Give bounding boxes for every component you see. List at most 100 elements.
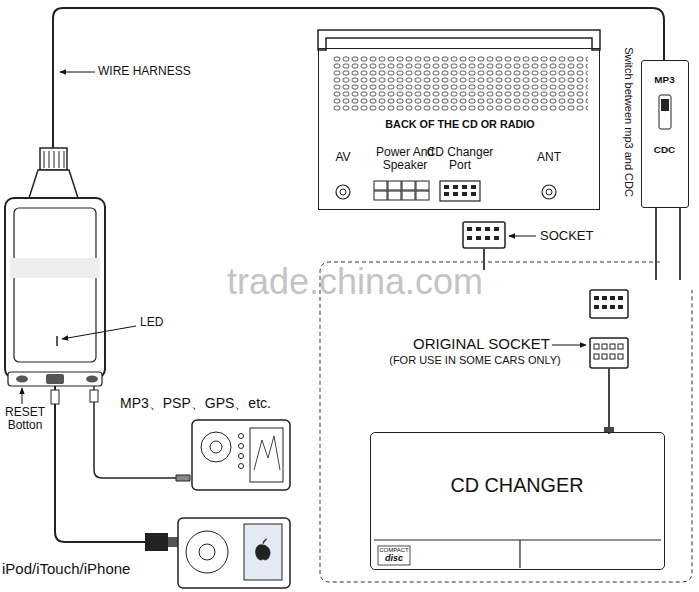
pin — [471, 185, 476, 189]
db-connector — [29, 170, 78, 198]
pin — [485, 236, 490, 240]
player-screen — [250, 428, 283, 482]
pin — [594, 305, 599, 309]
leader-line — [22, 388, 23, 404]
pin — [610, 296, 615, 300]
pin — [602, 344, 607, 349]
pin — [444, 185, 449, 189]
pin — [462, 192, 467, 196]
logo-text: COMPACT — [377, 547, 411, 554]
av-jack — [336, 185, 350, 199]
click-wheel — [201, 432, 231, 462]
pin — [462, 185, 467, 189]
rib — [44, 151, 45, 168]
pin — [453, 192, 458, 196]
button — [239, 464, 244, 469]
changer-slot — [374, 540, 661, 568]
radio-back: BACK OF THE CD OR RADIO — [318, 48, 600, 210]
av-jack — [340, 189, 346, 195]
power-pin — [416, 181, 429, 190]
node-text: CDC — [642, 145, 687, 156]
cable-plug — [51, 390, 59, 404]
power-pin — [402, 191, 415, 200]
mp3-player — [192, 420, 290, 490]
pin — [602, 354, 607, 359]
callout-label: ORIGINAL SOCKET — [368, 336, 550, 353]
aux-port — [86, 376, 98, 383]
port-label: AV — [328, 151, 358, 164]
pin — [453, 185, 458, 189]
leader-line — [552, 345, 586, 346]
pin — [594, 296, 599, 300]
changer-wire — [608, 368, 610, 428]
switch-wire — [655, 208, 657, 280]
pin — [618, 354, 623, 359]
watermark: trade.china.com — [210, 262, 500, 302]
leader-line — [62, 326, 136, 339]
pin — [476, 236, 481, 240]
pin — [471, 192, 476, 196]
device-label: iPod/iTouch/iPhone — [2, 561, 178, 578]
switch-wire — [679, 208, 681, 280]
pin — [602, 296, 607, 300]
pin — [618, 305, 623, 309]
ipod-port — [46, 374, 64, 384]
pin — [485, 227, 490, 231]
node-text: Switch between mp3 and CDC — [623, 17, 635, 227]
power-pin — [402, 181, 415, 190]
power-connector — [374, 181, 429, 200]
toggle-slot — [659, 95, 671, 129]
logo-text: disc — [377, 553, 411, 563]
wire-end — [608, 433, 610, 434]
dock-connector — [145, 533, 168, 551]
power-pin — [374, 191, 387, 200]
power-pin — [388, 191, 401, 200]
adapter-base — [8, 372, 102, 386]
socket-wire — [483, 248, 485, 270]
click-wheel — [186, 531, 228, 573]
radio-flange — [318, 30, 600, 50]
pin — [618, 344, 623, 349]
mode-switch: Switch between mp3 and CDCMP3CDC — [641, 60, 689, 208]
original-socket-plug — [590, 290, 628, 318]
rib — [49, 151, 50, 168]
dashed-region — [320, 262, 692, 582]
pin — [476, 227, 481, 231]
button — [239, 434, 244, 439]
ipod-screen — [244, 524, 282, 580]
vent-holes — [332, 56, 588, 112]
pin — [467, 227, 472, 231]
apple-logo — [256, 539, 270, 560]
button — [239, 454, 244, 459]
socket — [463, 222, 505, 248]
pin — [610, 344, 615, 349]
wire-harness — [53, 8, 664, 150]
db-connector — [40, 148, 67, 170]
callout-label: SOCKET — [540, 229, 610, 244]
audio-plug — [176, 475, 190, 481]
adapter-panel — [14, 208, 96, 362]
power-pin — [374, 181, 387, 190]
port-label: ANT — [531, 151, 567, 164]
reset-button — [16, 376, 28, 383]
pin — [610, 354, 615, 359]
cd-changer-box: CD CHANGER — [370, 432, 665, 570]
pin — [494, 236, 499, 240]
pin — [594, 344, 599, 349]
pin — [618, 296, 623, 300]
click-wheel — [210, 441, 222, 453]
pin — [467, 236, 472, 240]
power-pin — [388, 181, 401, 190]
original-socket — [590, 338, 628, 368]
pin — [602, 305, 607, 309]
cd-changer-port — [440, 181, 480, 201]
ant-jack — [542, 185, 556, 199]
connector-ribs — [44, 151, 64, 168]
adapter-box — [5, 198, 105, 378]
note: (FOR USE IN SOME CARS ONLY) — [364, 354, 586, 366]
node-text: MP3 — [642, 75, 687, 86]
dock-connector — [168, 537, 178, 547]
rib — [59, 151, 60, 168]
power-pin — [416, 191, 429, 200]
node-text: BACK OF THE CD OR RADIO — [319, 119, 601, 131]
